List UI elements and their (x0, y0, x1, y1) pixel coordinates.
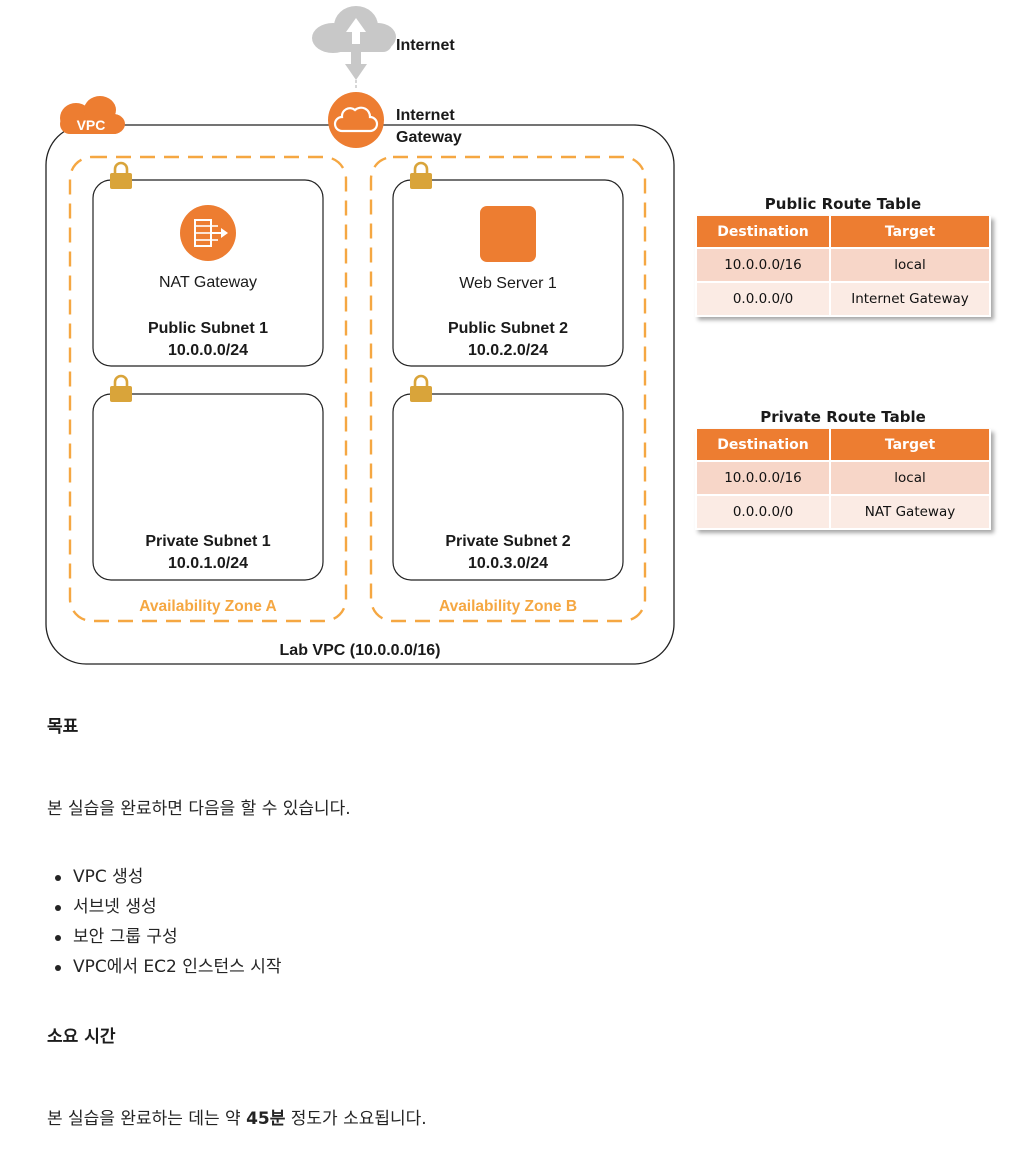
vpc-badge-icon (60, 96, 125, 134)
column-header-destination: Destination (697, 429, 829, 462)
table-header-row: Destination Target (697, 216, 989, 249)
table-cell: NAT Gateway (831, 496, 989, 530)
availability-zone-a-label: Availability Zone A (139, 598, 277, 615)
list-item: VPC에서 EC2 인스턴스 시작 (47, 952, 987, 982)
nat-gateway-label: NAT Gateway (159, 274, 257, 291)
table-cell: 0.0.0.0/0 (697, 496, 829, 530)
table-cell: 0.0.0.0/0 (697, 283, 829, 317)
public-subnet-2-cidr: 10.0.2.0/24 (468, 342, 548, 359)
duration-value: 45분 (246, 1109, 286, 1129)
public-route-table: Public Route Table Destination Target 10… (695, 192, 991, 317)
internet-label: Internet (396, 37, 455, 54)
duration-heading: 소요 시간 (47, 1027, 116, 1047)
vpc-badge-label: VPC (77, 117, 106, 133)
private-subnet-2-name: Private Subnet 2 (445, 533, 570, 550)
lock-icon (410, 374, 432, 402)
lock-icon (110, 161, 132, 189)
web-server-label: Web Server 1 (459, 275, 557, 292)
list-item: 서브넷 생성 (47, 892, 987, 922)
duration-suffix: 정도가 소요됩니다. (285, 1109, 427, 1129)
public-route-table-title: Public Route Table (764, 195, 922, 213)
table-row: 10.0.0.0/16 local (697, 249, 989, 283)
list-item: VPC 생성 (47, 862, 987, 892)
column-header-target: Target (831, 216, 989, 249)
table-cell: Internet Gateway (831, 283, 989, 317)
diagram-canvas: Internet VPC Internet Gateway Availabili… (45, 6, 675, 665)
private-route-table-title: Private Route Table (760, 408, 926, 426)
availability-zone-b-label: Availability Zone B (439, 598, 577, 615)
duration-text: 본 실습을 완료하는 데는 약 45분 정도가 소요됩니다. (47, 1104, 987, 1134)
table-row: 0.0.0.0/0 Internet Gateway (697, 283, 989, 317)
internet-arrow (345, 52, 367, 90)
private-subnet-2-box (392, 393, 624, 581)
objectives-heading: 목표 (47, 717, 79, 737)
objectives-list: VPC 생성 서브넷 생성 보안 그룹 구성 VPC에서 EC2 인스턴스 시작 (47, 862, 987, 982)
public-route-table-grid: Destination Target 10.0.0.0/16 local 0.0… (695, 216, 991, 317)
column-header-destination: Destination (697, 216, 829, 249)
table-cell: local (831, 462, 989, 496)
table-header-row: Destination Target (697, 429, 989, 462)
table-cell: 10.0.0.0/16 (697, 462, 829, 496)
private-subnet-1-box (92, 393, 324, 581)
table-cell: local (831, 249, 989, 283)
web-server-icon (480, 206, 536, 262)
lock-icon (410, 161, 432, 189)
private-subnet-2-cidr: 10.0.3.0/24 (468, 555, 548, 572)
public-subnet-1-name: Public Subnet 1 (148, 320, 268, 337)
igw-label-line2: Gateway (396, 129, 462, 146)
objectives-intro: 본 실습을 완료하면 다음을 할 수 있습니다. (47, 799, 351, 819)
table-row: 10.0.0.0/16 local (697, 462, 989, 496)
private-route-table-grid: Destination Target 10.0.0.0/16 local 0.0… (695, 429, 991, 530)
table-cell: 10.0.0.0/16 (697, 249, 829, 283)
private-subnet-1-name: Private Subnet 1 (145, 533, 270, 550)
public-subnet-2-box (392, 179, 624, 367)
public-subnet-2-name: Public Subnet 2 (448, 320, 568, 337)
private-subnet-1-cidr: 10.0.1.0/24 (168, 555, 248, 572)
vpc-label: Lab VPC (10.0.0.0/16) (280, 642, 441, 659)
internet-gateway-icon (328, 92, 384, 148)
lock-icon (110, 374, 132, 402)
duration-prefix: 본 실습을 완료하는 데는 약 (47, 1109, 247, 1129)
igw-label-line1: Internet (396, 107, 455, 124)
list-item: 보안 그룹 구성 (47, 922, 987, 952)
internet-cloud-icon (312, 6, 396, 53)
public-subnet-1-cidr: 10.0.0.0/24 (168, 342, 248, 359)
lab-overview-content: 목표 본 실습을 완료하면 다음을 할 수 있습니다. VPC 생성 서브넷 생… (47, 710, 987, 1134)
nat-gateway-icon (180, 205, 236, 261)
vpc-architecture-diagram: Internet VPC Internet Gateway Availabili… (45, 6, 991, 665)
table-row: 0.0.0.0/0 NAT Gateway (697, 496, 989, 530)
public-subnet-1-box (92, 179, 324, 367)
private-route-table: Private Route Table Destination Target 1… (695, 405, 991, 530)
column-header-target: Target (831, 429, 989, 462)
